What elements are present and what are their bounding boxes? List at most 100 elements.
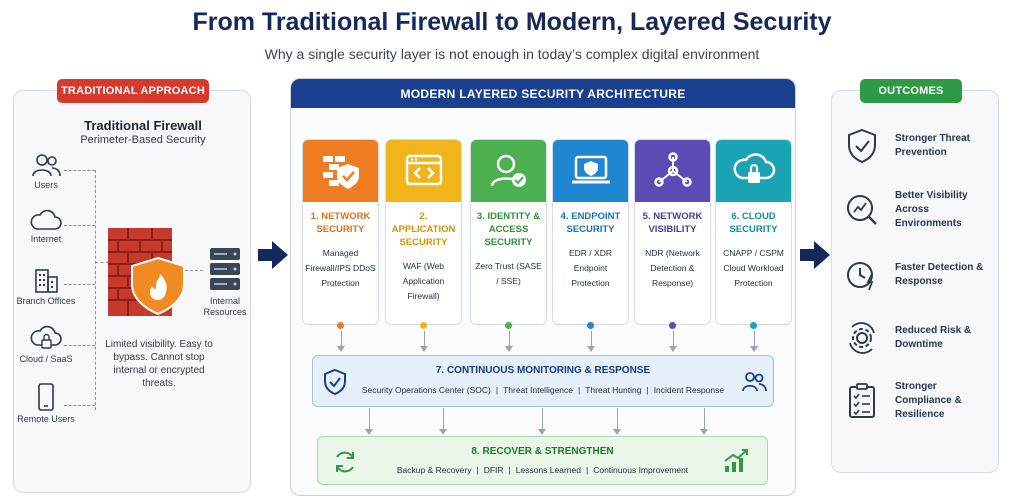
connector-line [341, 331, 342, 348]
arrow-down-icon [439, 429, 447, 435]
phone-icon [38, 383, 54, 411]
card-banner [635, 140, 710, 202]
arrow-down-icon [613, 429, 621, 435]
separator: | [585, 465, 589, 475]
internal-resources-label: Internal Resources [203, 296, 247, 317]
monitoring-item: Security Operations Center (SOC) [361, 385, 491, 395]
layer-card-identity-access: 3. IDENTITY & ACCESS SECURITY Zero Trust… [470, 139, 547, 325]
separator: | [495, 385, 499, 395]
arrow-down-icon [669, 346, 677, 352]
outcome-label: Stronger Threat Prevention [895, 133, 971, 158]
team-icon [742, 372, 767, 392]
arrow-down-icon [587, 346, 595, 352]
arrow-down-icon [700, 429, 708, 435]
layer-card-cloud-security: 6. CLOUD SECURITY CNAPP / CSPM Cloud Wor… [715, 139, 792, 325]
users-icon [32, 154, 61, 177]
modern-architecture-header: MODERN LAYERED SECURITY ARCHITECTURE [291, 79, 795, 108]
card-banner [471, 140, 546, 202]
layer-dot [420, 322, 427, 329]
connector-line [64, 345, 95, 346]
cloud-lock-icon [30, 325, 62, 349]
layer-description: WAF (Web Application Firewall) [402, 261, 445, 301]
refresh-icon [336, 451, 354, 473]
source-users: Users [15, 152, 77, 190]
arrow-down-icon [365, 429, 373, 435]
user-check-icon [490, 154, 526, 187]
laptop-shield-icon [571, 155, 610, 184]
visibility-chart-icon [847, 195, 877, 225]
recover-item: Continuous Improvement [593, 465, 689, 475]
layer-title: 6. CLOUD SECURITY [729, 211, 778, 235]
outcome-reduced-risk: Reduced Risk & Downtime [845, 318, 995, 358]
layer-card-network-visibility: 5. NETWORK VISIBILITY NDR (Network Detec… [634, 139, 711, 325]
firewall-shield-icon [322, 156, 359, 189]
connector-line [617, 408, 618, 431]
arrow-down-icon [538, 429, 546, 435]
connector-line [754, 331, 755, 348]
source-remote-users: Remote Users [15, 382, 77, 424]
source-label: Branch Offices [16, 296, 76, 306]
source-label: Internet [30, 234, 62, 244]
traditional-subtitle: Perimeter-Based Security [80, 134, 206, 146]
layer-title: 5. NETWORK VISIBILITY [642, 211, 703, 235]
clock-bolt-icon [847, 262, 874, 291]
layer-dot [505, 322, 512, 329]
traditional-title: Traditional Firewall [84, 118, 202, 133]
monitoring-title: 7. CONTINUOUS MONITORING & RESPONSE [435, 365, 651, 376]
outcome-label: Faster Detection & Response [895, 262, 984, 287]
recover-item: Lessons Learned [515, 465, 581, 475]
gear-cycle-icon [849, 322, 875, 354]
layer-dot [669, 322, 676, 329]
cloud-lock-icon [733, 153, 775, 183]
outcome-label: Better Visibility Across Environments [895, 190, 968, 229]
monitoring-item: Incident Response [653, 385, 725, 395]
recover-title: 8. RECOVER & STRENGTHEN [471, 446, 614, 457]
network-nodes-icon [653, 152, 692, 187]
recover-strengthen-box: 8. RECOVER & STRENGTHEN Backup & Recover… [317, 436, 768, 485]
source-label: Remote Users [17, 414, 75, 424]
source-internet: Internet [15, 208, 77, 244]
monitoring-item: Threat Intelligence [503, 385, 574, 395]
layer-title: 3. IDENTITY & ACCESS SECURITY [476, 211, 541, 248]
card-banner [553, 140, 628, 202]
arrow-down-icon [750, 346, 758, 352]
outcome-threat-prevention: Stronger Threat Prevention [845, 126, 995, 166]
layer-title: 1. NETWORK SECURITY [310, 211, 371, 235]
page-title: From Traditional Firewall to Modern, Lay… [192, 8, 832, 36]
separator: | [476, 465, 479, 475]
separator: | [508, 465, 511, 475]
connector-line [64, 170, 95, 171]
source-label: Users [34, 180, 58, 190]
growth-chart-icon [724, 449, 748, 472]
monitoring-response-box: 7. CONTINUOUS MONITORING & RESPONSE Secu… [312, 355, 774, 407]
layer-card-network-security: 1. NETWORK SECURITY Managed Firewall/IPS… [302, 139, 379, 325]
shield-check-icon [324, 368, 346, 396]
arrow-right-icon [800, 241, 830, 269]
connector-line [64, 405, 95, 406]
outcome-visibility: Better Visibility Across Environments [845, 190, 995, 230]
page-subtitle: Why a single security layer is not enoug… [264, 46, 760, 62]
outcome-detection-response: Faster Detection & Response [845, 255, 995, 295]
layer-card-endpoint-security: 4. ENDPOINT SECURITY EDR / XDR Endpoint … [552, 139, 629, 325]
source-branch-offices: Branch Offices [15, 264, 77, 306]
traditional-limitations-note: Limited visibility. Easy to bypass. Cann… [105, 339, 213, 389]
recover-item: DFIR [483, 465, 504, 475]
connector-line [64, 284, 95, 285]
source-label: Cloud / SaaS [19, 354, 73, 364]
recover-item: Backup & Recovery [396, 465, 472, 475]
connector-line [424, 331, 425, 348]
connector-line [673, 331, 674, 348]
connector-line [369, 408, 370, 431]
outcome-label: Reduced Risk & Downtime [895, 325, 972, 350]
connector-line [95, 262, 109, 263]
connector-line [542, 408, 543, 431]
shield-check-icon [848, 128, 876, 164]
connector-line [704, 408, 705, 431]
arrow-right-icon [258, 241, 288, 269]
layer-description: NDR (Network Detection & Response) [645, 248, 700, 288]
source-cloud-saas: Cloud / SaaS [15, 324, 77, 364]
connector-line [443, 408, 444, 431]
connector-line [185, 270, 203, 271]
connector-line [591, 331, 592, 348]
cloud-icon [30, 209, 62, 230]
